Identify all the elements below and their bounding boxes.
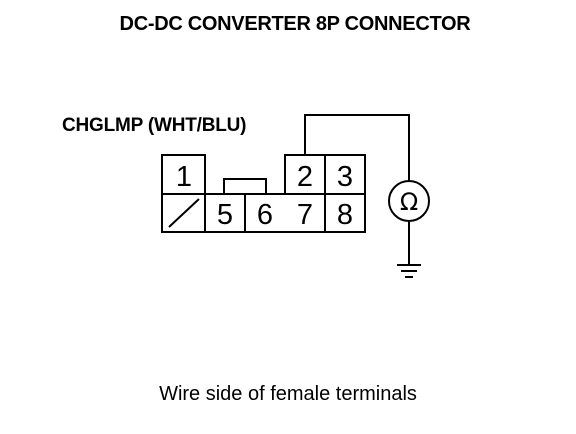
probe-wire-terminal-2 — [304, 114, 410, 181]
pin-3: 3 — [337, 161, 353, 193]
caption: Wire side of female terminals — [159, 383, 417, 405]
wire-label-chglmp: CHGLMP (WHT/BLU) — [62, 115, 247, 136]
unused-cavity-slash — [168, 198, 200, 228]
pin-7: 7 — [297, 199, 313, 231]
pin-2: 2 — [297, 161, 313, 193]
connector-outline — [161, 154, 366, 233]
ground-icon — [397, 264, 421, 278]
pin-5: 5 — [217, 199, 233, 231]
diagram-title: DC-DC CONVERTER 8P CONNECTOR — [119, 13, 471, 35]
pin-1: 1 — [176, 161, 192, 193]
pin-8: 8 — [337, 199, 353, 231]
ohm-icon: Ω — [400, 188, 418, 216]
pin-6: 6 — [257, 199, 273, 231]
connector-lock-tab — [223, 178, 267, 194]
